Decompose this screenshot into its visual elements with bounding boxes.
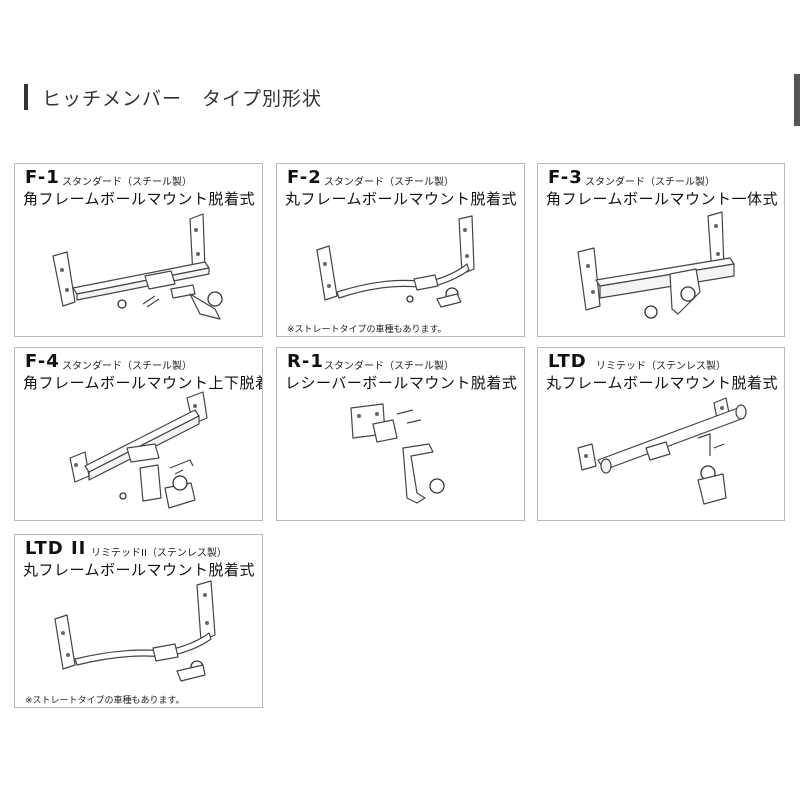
- card-note: ※ストレートタイプの車種もあります。: [25, 696, 185, 706]
- card-f4: F-4 スタンダード（スチール製） 角フレームボールマウント上下脱着式: [14, 347, 263, 521]
- hitch-illustration-r1: [350, 403, 445, 504]
- card-code: LTD II: [25, 538, 87, 559]
- card-subtitle: スタンダード（スチール製）: [62, 361, 192, 372]
- card-title: 角フレームボールマウント脱着式: [23, 190, 256, 208]
- card-code: F-2: [287, 167, 322, 188]
- heading-text: ヒッチメンバー タイプ別形状: [42, 87, 323, 110]
- card-title: 丸フレームボールマウント脱着式: [285, 190, 518, 208]
- card-f1: F-1 スタンダード（スチール製） 角フレームボールマウント脱着式: [14, 163, 263, 337]
- card-ltd: LTD リミテッド（ステンレス製） 丸フレームボールマウント脱着式: [537, 347, 785, 521]
- card-r1: R-1 スタンダード（スチール製） レシーバーボールマウント脱着式: [276, 347, 525, 521]
- card-title: 丸フレームボールマウント脱着式: [546, 374, 779, 392]
- hitch-illustration-f4: [69, 391, 208, 509]
- card-subtitle: スタンダード（スチール製）: [324, 361, 454, 372]
- card-subtitle: リミテッドII（ステンレス製）: [91, 548, 227, 559]
- card-subtitle: スタンダード（スチール製）: [324, 177, 454, 188]
- card-code: LTD: [548, 351, 587, 372]
- card-note: ※ストレートタイプの車種もあります。: [287, 325, 447, 335]
- card-subtitle: スタンダード（スチール製）: [585, 177, 715, 188]
- card-f3: F-3 スタンダード（スチール製） 角フレームボールマウント一体式: [537, 163, 785, 337]
- card-ltd2: LTD II リミテッドII（ステンレス製） 丸フレームボールマウント脱着式 ※…: [14, 534, 263, 708]
- hitch-illustration-f1: [52, 213, 223, 320]
- card-subtitle: リミテッド（ステンレス製）: [596, 361, 726, 372]
- hitch-illustration-ltd: [577, 397, 747, 505]
- card-code: R-1: [287, 351, 324, 372]
- card-f2: F-2 スタンダード（スチール製） 丸フレームボールマウント脱着式 ※ストレート…: [276, 163, 525, 337]
- heading-accent-bar: [24, 84, 28, 110]
- card-code: F-3: [548, 167, 583, 188]
- card-subtitle: スタンダード（スチール製）: [62, 177, 192, 188]
- card-code: F-1: [25, 167, 60, 188]
- card-title: 丸フレームボールマウント脱着式: [23, 561, 256, 579]
- card-title: 角フレームボールマウント上下脱着式: [23, 374, 263, 392]
- card-code: F-4: [25, 351, 60, 372]
- page-edge-bar: [794, 74, 800, 126]
- card-title: 角フレームボールマウント一体式: [546, 190, 779, 208]
- hitch-illustration-f2: [316, 215, 475, 308]
- hitch-illustration-f3: [577, 211, 735, 319]
- section-heading: ヒッチメンバー タイプ別形状: [24, 82, 322, 112]
- hitch-illustration-ltd2: [54, 580, 216, 682]
- card-title: レシーバーボールマウント脱着式: [285, 374, 518, 392]
